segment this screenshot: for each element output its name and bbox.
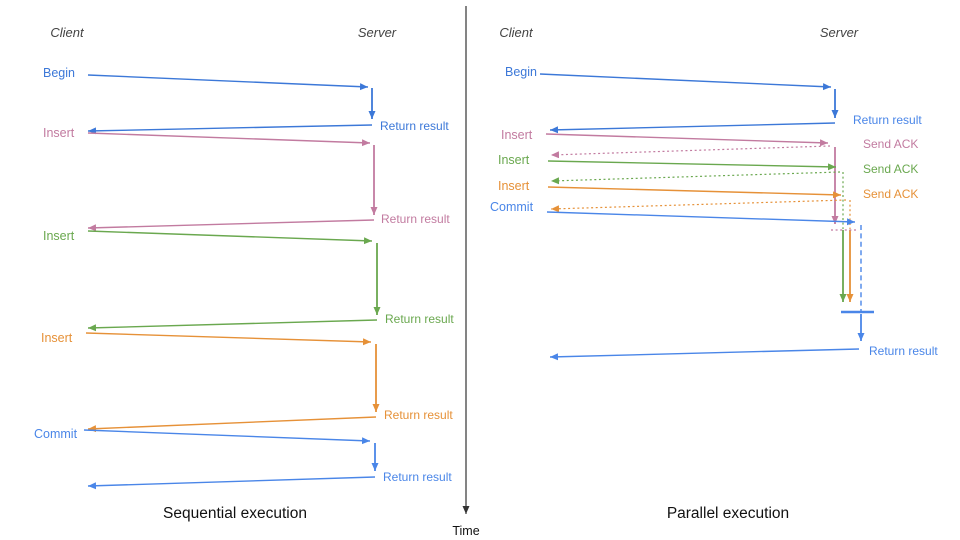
par-insert3-request-line [547,186,842,199]
par-insert1-ack-label: Send ACK [863,137,918,151]
seq-step-commit: Commit Return result [34,427,452,490]
seq-insert1-response-line [87,219,375,232]
seq-insert2-label: Insert [43,229,75,243]
seq-begin-response-line [87,124,373,135]
par-client-header: Client [499,25,534,40]
seq-step-begin: Begin Return result [43,66,449,135]
seq-begin-request-line [87,74,369,91]
par-insert3-ack-line [550,199,847,213]
par-commit-label: Commit [490,200,534,214]
seq-commit-response-label: Return result [383,470,452,484]
time-axis: Time [452,6,480,538]
parallel-panel: Client Server Begin Return result Insert… [490,25,938,522]
seq-server-header: Server [358,25,397,40]
par-commit-response-label: Return result [869,344,938,358]
par-server-header: Server [820,25,859,40]
seq-insert3-response-label: Return result [384,408,453,422]
par-panel-title: Parallel execution [667,505,789,522]
time-axis-label: Time [452,524,479,538]
par-begin-response-line [549,122,836,134]
seq-step-insert-3: Insert Return result [41,331,453,433]
seq-insert2-response-label: Return result [385,312,454,326]
par-insert2-label: Insert [498,153,530,167]
seq-begin-label: Begin [43,66,75,80]
par-commit-response-line [549,348,860,361]
par-step-insert-3: Insert Send ACK [498,179,918,302]
par-insert2-ack-label: Send ACK [863,162,918,176]
par-begin-request-line [539,73,832,91]
par-insert2-ack-line [550,171,841,185]
seq-insert1-response-label: Return result [381,212,450,226]
seq-step-insert-2: Insert Return result [43,229,454,332]
par-insert2-request-line [547,160,837,171]
seq-insert2-request-line [87,230,373,245]
seq-insert3-label: Insert [41,331,73,345]
par-step-begin: Begin Return result [505,65,922,134]
par-begin-label: Begin [505,65,537,79]
seq-begin-response-label: Return result [380,119,449,133]
seq-commit-request-line [83,429,371,445]
seq-commit-response-line [87,476,376,490]
par-step-commit: Commit Return result [490,200,938,361]
seq-insert3-response-line [87,416,377,433]
seq-step-insert-1: Insert Return result [43,126,450,232]
seq-insert1-label: Insert [43,126,75,140]
seq-insert1-request-line [87,132,371,147]
par-insert1-label: Insert [501,128,533,142]
seq-insert3-request-line [85,332,372,346]
par-insert1-request-line [545,133,829,147]
par-step-insert-1: Insert Send ACK [501,128,918,224]
par-step-insert-2: Insert Send ACK [498,153,918,302]
seq-insert2-response-line [87,319,378,332]
seq-panel-title: Sequential execution [163,505,307,522]
seq-client-header: Client [50,25,85,40]
par-insert1-ack-line [550,145,831,159]
seq-commit-label: Commit [34,427,78,441]
par-begin-response-label: Return result [853,113,922,127]
par-insert3-label: Insert [498,179,530,193]
par-commit-request-line [546,211,856,226]
sequential-panel: Client Server Begin Return result Insert… [34,25,454,522]
par-insert3-ack-label: Send ACK [863,187,918,201]
